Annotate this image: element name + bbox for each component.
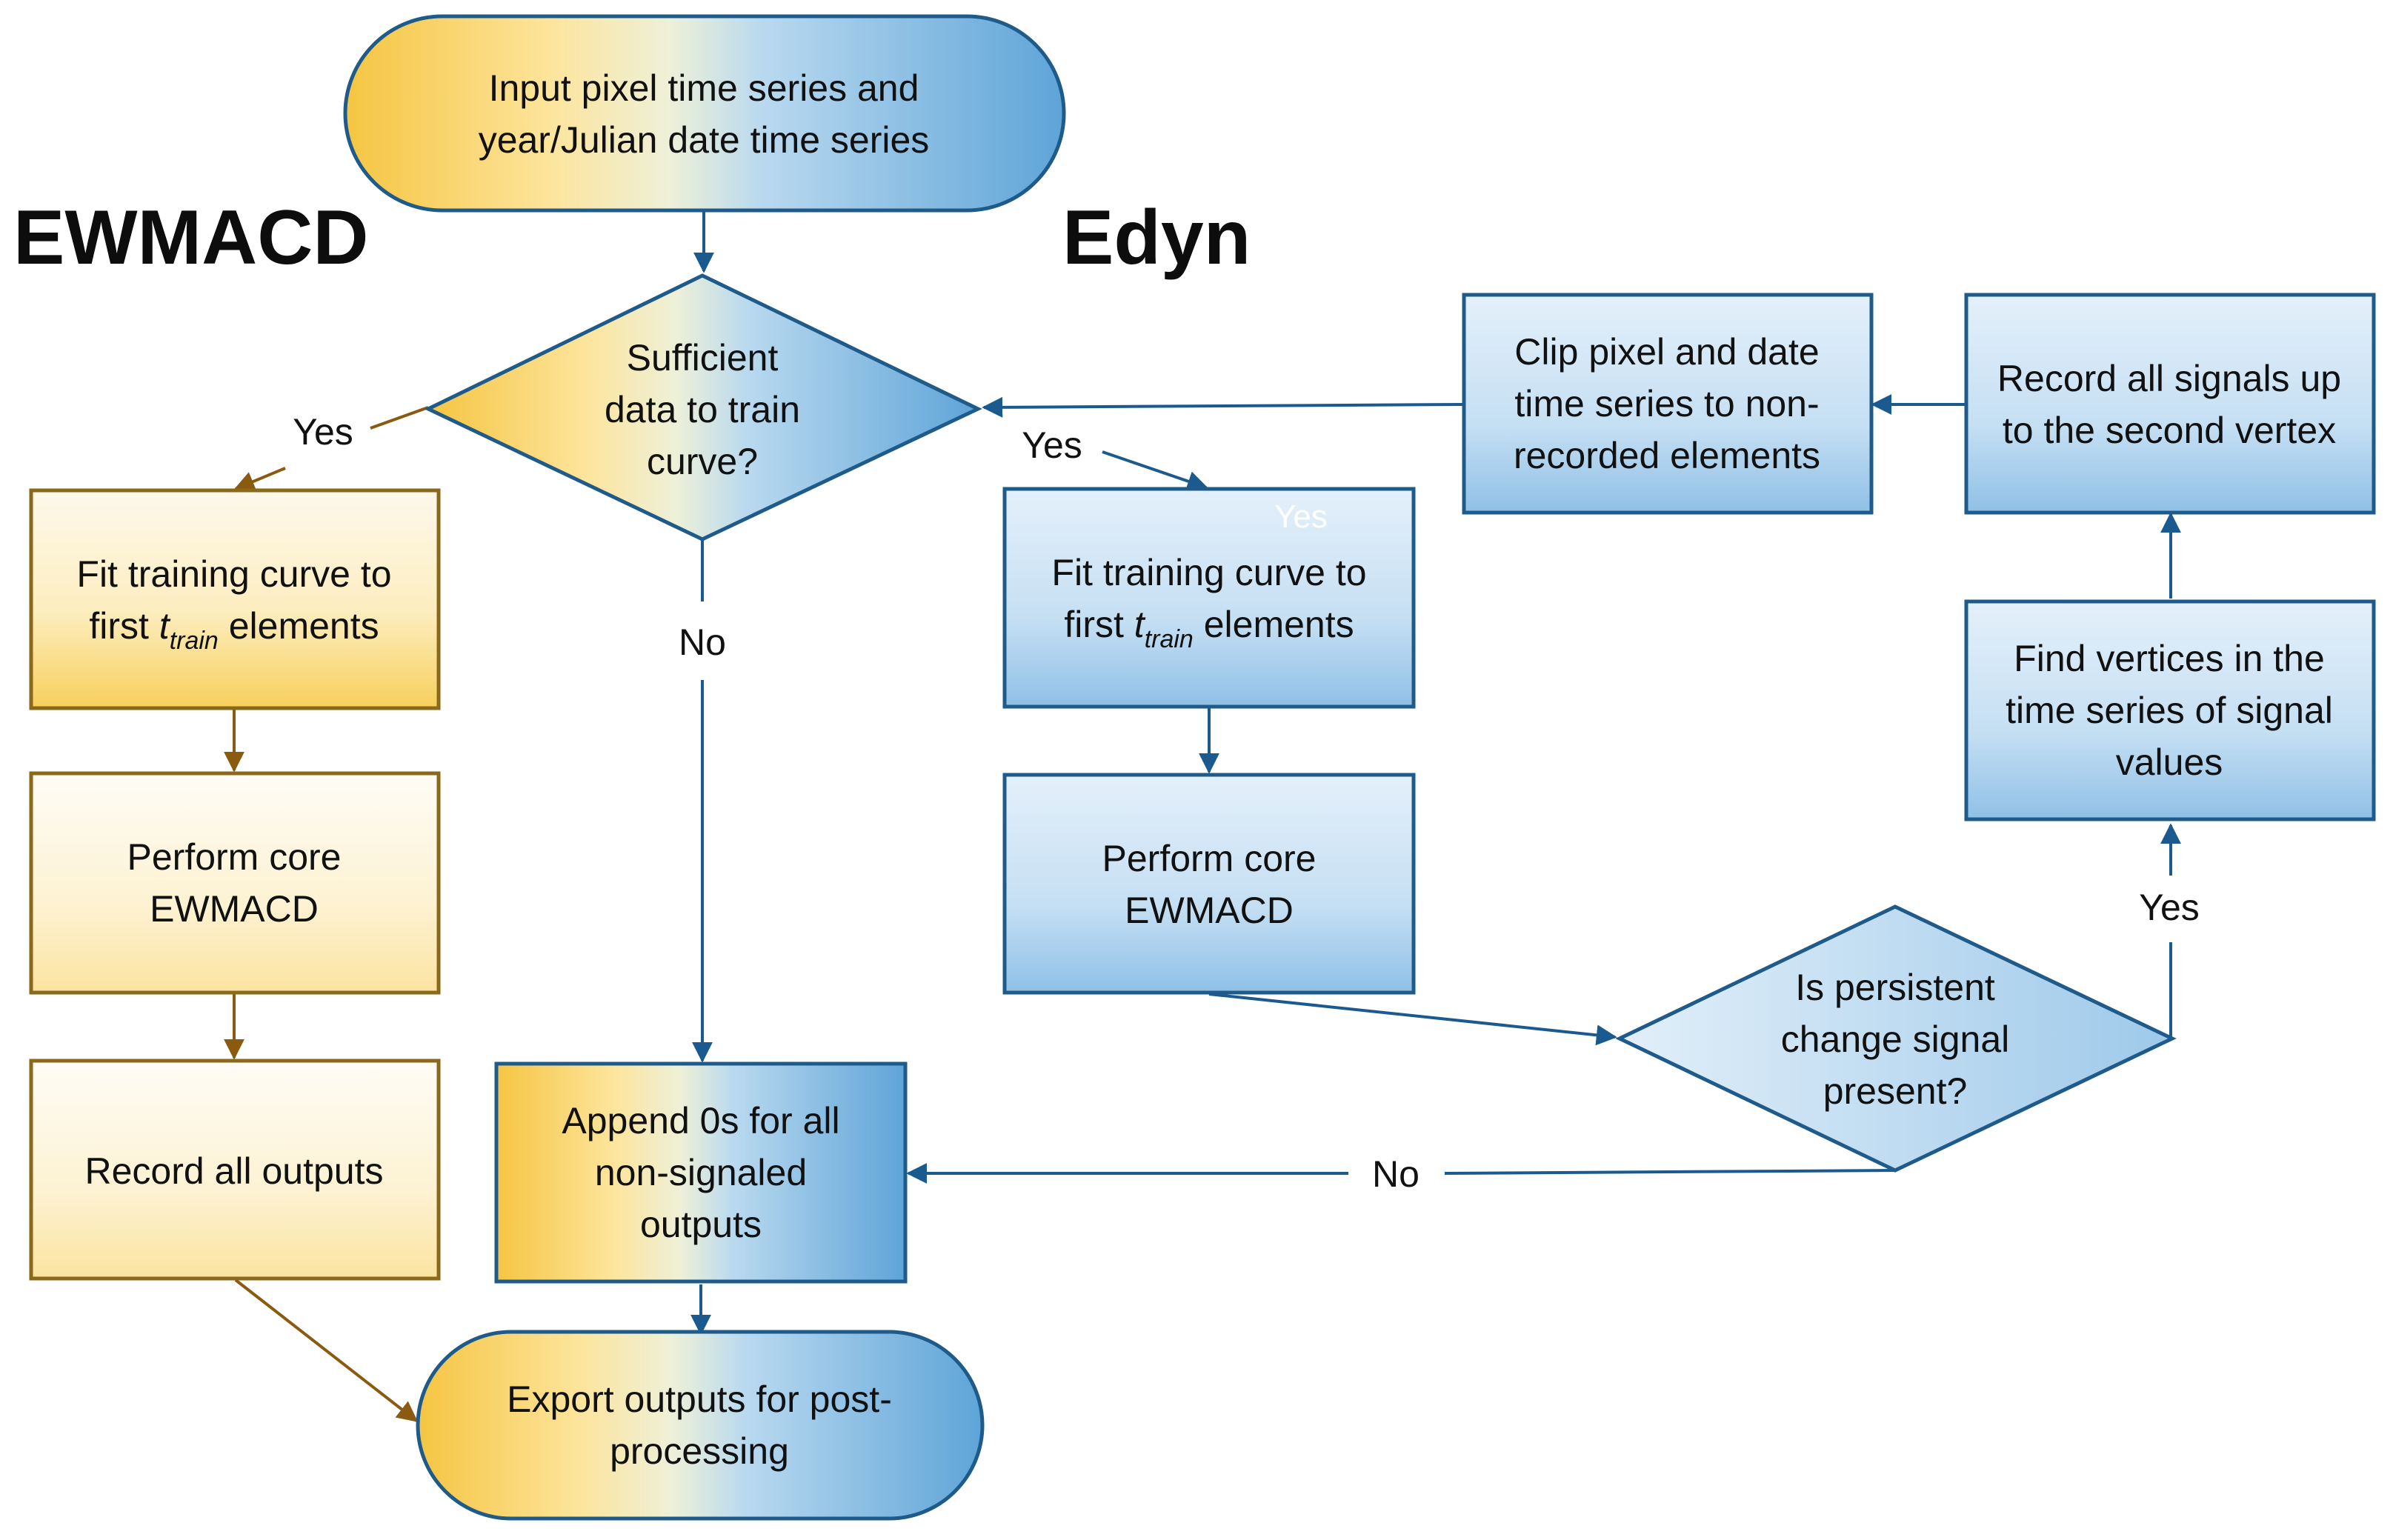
node-clip: Clip pixel and date time series to non- … (1462, 293, 1874, 515)
node-vertices-line-1: Find vertices in the (2014, 638, 2325, 679)
heading-ewmacd: EWMACD (13, 195, 368, 281)
node-decision-line-2: data to train (605, 389, 800, 430)
node-input: Input pixel time series and year/Julian … (343, 14, 1066, 213)
node-core-right-line-1: Perform core (1102, 838, 1317, 879)
node-record-left: Record all outputs (29, 1059, 441, 1281)
node-append: Append 0s for all non-signaled outputs (494, 1061, 908, 1284)
node-record-left-line-1: Record all outputs (84, 1150, 383, 1192)
node-export: Export outputs for post- processing (416, 1330, 985, 1521)
node-record-signals: Record all signals up to the second vert… (1964, 293, 2376, 515)
edge-label-yes-right: Yes (1022, 424, 1082, 466)
node-decision: Sufficient data to train curve? (424, 273, 982, 541)
node-core-left-line-2: EWMACD (150, 888, 319, 930)
node-fit-left: Fit training curve to first ttrain eleme… (29, 488, 441, 710)
node-input-line-2: year/Julian date time series (479, 119, 930, 161)
node-decision-line-3: curve? (647, 441, 758, 482)
node-fit-left-line-1: Fit training curve to (76, 553, 391, 595)
connector-core-right-to-persistent (1208, 993, 1617, 1046)
node-clip-line-1: Clip pixel and date (1514, 331, 1819, 373)
node-vertices-line-3: values (2116, 741, 2223, 783)
heading-edyn: Edyn (1062, 195, 1251, 281)
connector-yes-right-to-fit-right (1102, 450, 1208, 492)
edge-label-yes-vertices: Yes (2139, 887, 2200, 928)
node-persistent-line-1: Is persistent (1795, 967, 1995, 1008)
node-persistent-line-2: change signal (1781, 1019, 2010, 1060)
node-append-line-2: non-signaled (595, 1152, 807, 1193)
node-clip-line-2: time series to non- (1514, 383, 1819, 424)
node-vertices-line-2: time series of signal (2006, 690, 2333, 731)
edge-label-no-center: No (679, 621, 726, 663)
node-input-line-1: Input pixel time series and (489, 67, 919, 109)
node-persistent-line-3: present? (1823, 1070, 1968, 1112)
ghost-yes-label: Yes (1274, 499, 1328, 535)
connectors (224, 212, 2181, 1422)
node-core-right: Perform core EWMACD (1002, 773, 1416, 995)
node-record-signals-line-1: Record all signals up (1997, 358, 2341, 399)
node-append-line-3: outputs (640, 1204, 762, 1245)
node-core-left: Perform core EWMACD (29, 771, 441, 995)
node-vertices: Find vertices in the time series of sign… (1964, 599, 2376, 821)
node-fit-right: Fit training curve to first ttrain eleme… (1002, 487, 1416, 709)
edge-label-no-bottom: No (1372, 1153, 1420, 1195)
node-decision-line-1: Sufficient (627, 337, 779, 379)
node-export-line-1: Export outputs for post- (507, 1379, 892, 1420)
connector-persistent-to-no (1444, 1169, 1897, 1175)
node-fit-right-line-1: Fit training curve to (1051, 552, 1366, 593)
node-clip-line-3: recorded elements (1514, 435, 1820, 476)
node-persistent: Is persistent change signal present? (1615, 904, 2177, 1173)
node-export-line-2: processing (610, 1430, 789, 1472)
node-fit-left-line-2: first ttrain elements (89, 605, 379, 655)
node-record-signals-line-2: to the second vertex (2003, 410, 2336, 451)
node-fit-right-line-2: first ttrain elements (1064, 604, 1354, 653)
connector-record-left-to-export (234, 1279, 419, 1422)
connector-yes-left-to-fit-left (233, 467, 286, 492)
node-core-right-line-2: EWMACD (1125, 890, 1294, 931)
edge-label-yes-left: Yes (293, 411, 353, 453)
connector-clip-to-decision (982, 396, 1463, 418)
node-core-left-line-1: Perform core (127, 836, 342, 878)
node-append-line-1: Append 0s for all (562, 1100, 839, 1141)
connector-decision-to-fit-left (370, 406, 429, 430)
